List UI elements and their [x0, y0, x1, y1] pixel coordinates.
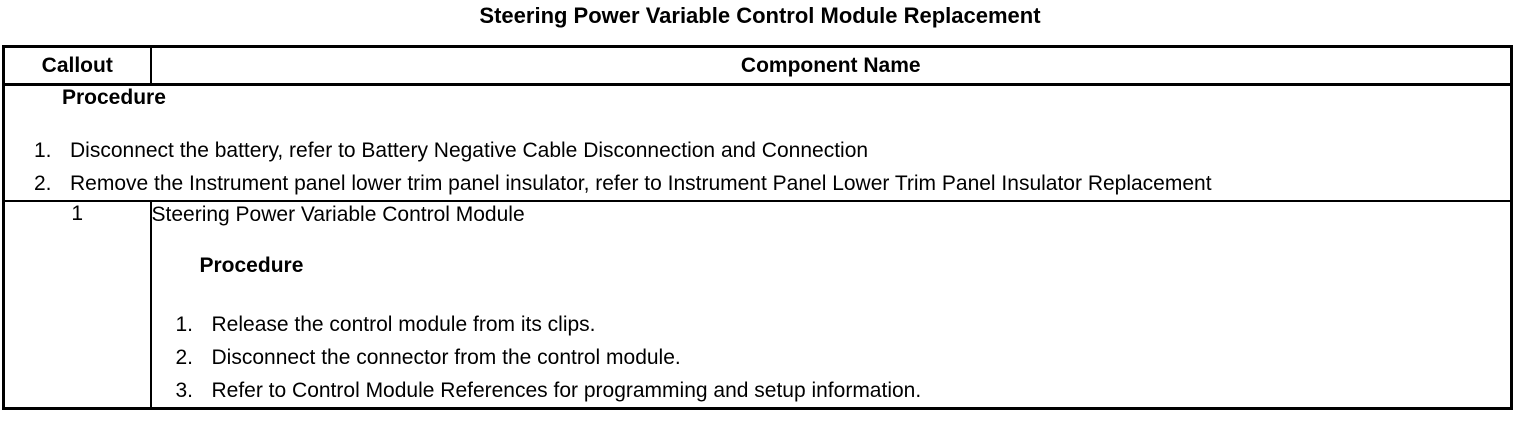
- step-text: Remove the Instrument panel lower trim p…: [70, 172, 1212, 195]
- step-number: 1.: [34, 139, 52, 162]
- step-text: Disconnect the battery, refer to Battery…: [70, 139, 869, 162]
- procedure-heading: Procedure: [62, 86, 166, 109]
- component-row: 1 Steering Power Variable Control Module…: [2, 200, 1513, 410]
- callout-column-header: Callout: [2, 45, 152, 86]
- step-number: 2.: [34, 172, 52, 195]
- procedure-step: 1. Disconnect the battery, refer to Batt…: [5, 134, 1510, 167]
- step-number: 3.: [175, 379, 194, 402]
- step-number: 2.: [175, 346, 194, 369]
- step-number: 1.: [175, 313, 194, 336]
- step-text: Disconnect the connector from the contro…: [211, 346, 681, 369]
- procedure-row: Procedure 1. Disconnect the battery, ref…: [2, 83, 1513, 202]
- procedure-cell: Procedure 1. Disconnect the battery, ref…: [2, 83, 1513, 202]
- step-text: Release the control module from its clip…: [211, 313, 596, 336]
- procedure-heading: Procedure: [199, 254, 304, 277]
- step-text: Refer to Control Module References for p…: [211, 379, 922, 402]
- callout-cell: 1: [2, 200, 152, 410]
- component-step-list: 1. Release the control module from its c…: [152, 308, 1511, 407]
- component-name: Steering Power Variable Control Module: [151, 203, 525, 226]
- component-step: 1. Release the control module from its c…: [152, 308, 1511, 341]
- component-step: 3. Refer to Control Module References fo…: [152, 374, 1511, 407]
- component-table: Callout Component Name Procedure 1. Disc…: [2, 45, 1513, 410]
- component-name-column-header: Component Name: [149, 45, 1513, 86]
- table-header-row: Callout Component Name: [2, 45, 1513, 86]
- page-title: Steering Power Variable Control Module R…: [479, 3, 1041, 28]
- procedure-step: 2. Remove the Instrument panel lower tri…: [5, 167, 1510, 200]
- component-step: 2. Disconnect the connector from the con…: [152, 341, 1511, 374]
- procedure-step-list: 1. Disconnect the battery, refer to Batt…: [5, 134, 1510, 200]
- component-cell: Steering Power Variable Control Module P…: [149, 200, 1513, 410]
